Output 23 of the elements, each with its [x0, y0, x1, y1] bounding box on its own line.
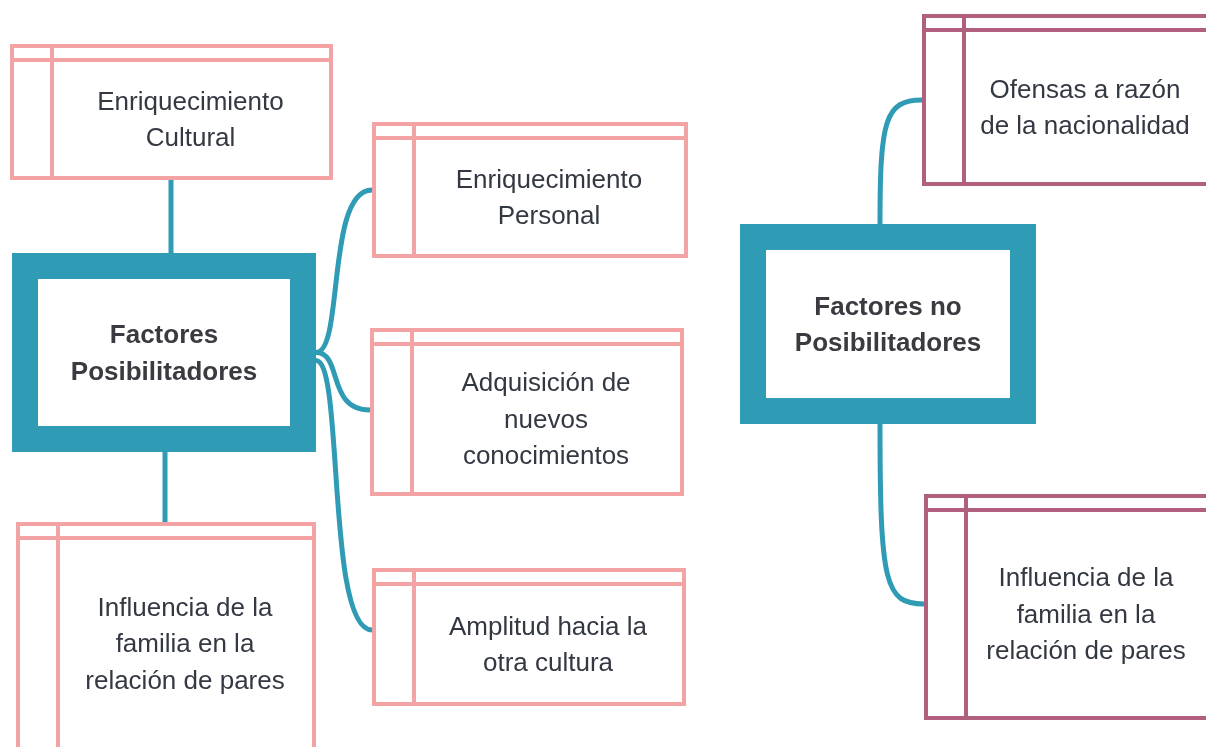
box-text: Amplitud hacia la otra cultura: [448, 609, 648, 679]
table-box: [16, 522, 316, 747]
box-text: Adquisición de nuevos conocimientos: [460, 366, 632, 473]
box-text: Enriquecimiento Personal: [454, 162, 644, 232]
connector-line: [877, 97, 923, 224]
connector-line: [315, 350, 371, 413]
box-text: Ofensas a razón de la nacionalidad: [979, 72, 1191, 142]
box-text: Influencia de la familia en la relación de pares: [84, 590, 286, 697]
table-box: [10, 44, 333, 180]
table-box: [372, 122, 688, 258]
table-box: [922, 14, 1206, 186]
connector-line: [168, 180, 174, 253]
box-title: Factores Posibilitadores: [69, 318, 259, 388]
connector-line: [877, 424, 925, 607]
central-box: [12, 253, 316, 452]
box-text: Influencia de la familia en la relación de pares: [985, 561, 1187, 668]
box-text: Enriquecimiento Cultural: [96, 84, 285, 154]
connector-line: [162, 452, 168, 522]
table-box: [924, 494, 1206, 720]
central-box: [740, 224, 1036, 424]
box-title: Factores no Posibilitadores: [793, 289, 983, 359]
table-box: [372, 568, 686, 706]
table-box: [370, 328, 684, 496]
